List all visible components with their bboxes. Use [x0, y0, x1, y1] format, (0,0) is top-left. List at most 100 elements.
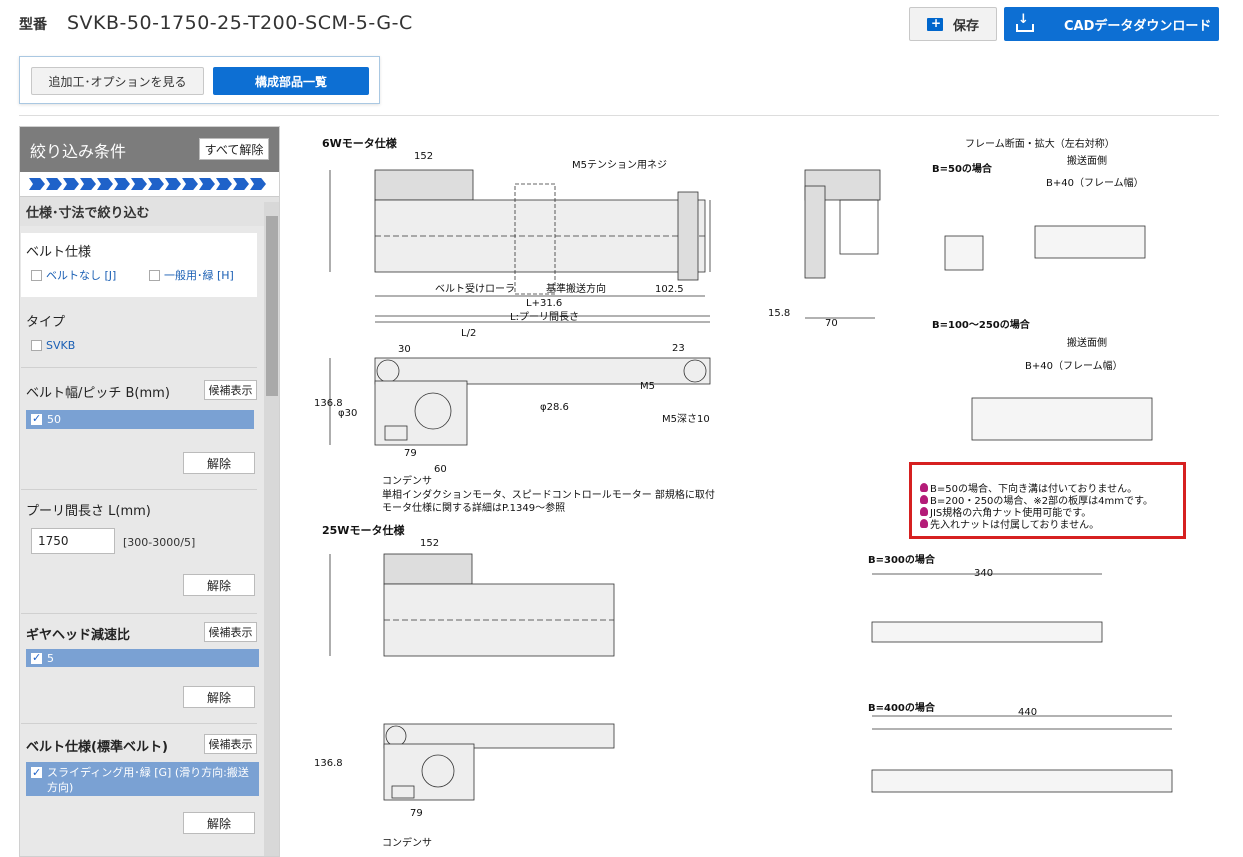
view-tabs: 追加工･オプションを見る 構成部品一覧 — [19, 56, 380, 104]
dim-half-l: L/2 — [461, 328, 476, 339]
belt-std-selected[interactable]: スライディング用･緑 [G] (滑り方向:搬送方向) — [26, 762, 259, 796]
dim-phi30: φ30 — [338, 408, 357, 419]
type-title: タイプ — [26, 315, 66, 330]
case-50: B=50の場合 — [932, 162, 993, 175]
tension-screw-label: M5テンション用ネジ — [572, 159, 667, 171]
divider — [19, 115, 1219, 116]
sidebar-scrollbar[interactable] — [264, 202, 279, 856]
checkbox[interactable] — [149, 269, 160, 281]
pulley-length-input[interactable]: 1750 — [31, 528, 115, 554]
cad-download-label: CADデータダウンロード — [1064, 18, 1212, 34]
dim-79-25w: 79 — [410, 808, 423, 819]
condenser-25w: コンデンサ — [382, 836, 432, 849]
clear-all-button[interactable]: すべて解除 — [199, 138, 269, 160]
checkbox-checked[interactable] — [31, 765, 42, 780]
progress-arrows — [20, 172, 279, 196]
dim-60: 60 — [434, 464, 447, 475]
title-25w: 25Wモータ仕様 — [322, 523, 405, 537]
belt-spec-section: ベルト仕様 ベルトなし [J] 一般用･緑 [H] — [21, 233, 257, 297]
case-400: B=400の場合 — [868, 701, 936, 714]
belt-width-clear-button[interactable]: 解除 — [183, 452, 255, 474]
gear-title: ギヤヘッド減速比 — [26, 628, 131, 643]
checkbox-checked[interactable] — [31, 651, 42, 664]
dim-phi28: φ28.6 — [540, 402, 569, 413]
belt-std-clear-button[interactable]: 解除 — [183, 812, 255, 834]
dim-m5-depth: M5深さ10 — [662, 413, 710, 425]
frame-width-50: B+40（フレーム幅） — [1046, 176, 1144, 189]
save-button[interactable]: 保存 — [909, 7, 997, 41]
dim-23: 23 — [672, 343, 685, 354]
dim-440: 440 — [1018, 707, 1037, 718]
belt-std-title: ベルト仕様(標準ベルト) — [26, 740, 168, 755]
bulb-icon — [920, 519, 928, 528]
dimension-drawing: 6Wモータ仕様 152 M5テンション用ネジ ベルト受けローラ 基準搬送方向 L… — [300, 126, 1220, 857]
title-6w: 6Wモータ仕様 — [322, 136, 398, 150]
checkbox[interactable] — [31, 269, 42, 281]
motor-note1: 単相インダクションモータ、スピードコントロールモーター 部規格に取付 — [382, 488, 715, 501]
belt-roller-label: ベルト受けローラ — [435, 283, 515, 295]
note-4: 先入れナットは付属しておりません。 — [920, 516, 1099, 531]
add-folder-icon — [926, 16, 943, 31]
dim-152-6w: 152 — [414, 151, 433, 162]
gear-section: ギヤヘッド減速比 候補表示 5 解除 — [21, 613, 259, 723]
belt-option-none[interactable]: ベルトなし [J] — [31, 267, 116, 283]
conveying-face-50: 搬送面側 — [1067, 154, 1107, 167]
case-100: B=100～250の場合 — [932, 318, 1031, 331]
download-icon — [1016, 12, 1034, 32]
dim-136-8-25w: 136.8 — [314, 758, 343, 769]
dim-79-6w: 79 — [404, 448, 417, 459]
belt-spec-title: ベルト仕様 — [26, 245, 92, 260]
pulley-range: [300-3000/5] — [123, 536, 196, 549]
model-number: SVKB-50-1750-25-T200-SCM-5-G-C — [67, 12, 413, 34]
model-label: 型番 — [19, 17, 47, 33]
pulley-clear-button[interactable]: 解除 — [183, 574, 255, 596]
pulley-section: プーリ間長さ L(mm) 1750 [300-3000/5] 解除 — [21, 489, 257, 609]
note-3: JIS規格の六角ナット使用可能です。 — [920, 504, 1091, 519]
dim-136-8: 136.8 — [314, 398, 343, 409]
conveying-face-100: 搬送面側 — [1067, 336, 1107, 349]
belt-width-candidates-button[interactable]: 候補表示 — [204, 380, 257, 400]
dim-m5: M5 — [640, 381, 655, 392]
frame-title: フレーム断面・拡大（左右対称） — [965, 137, 1115, 150]
pulley-length-label: L:プーリ間長さ — [510, 311, 579, 323]
bulb-icon — [920, 507, 928, 516]
note-2: B=200・250の場合、※2部の板厚は4mmです。 — [920, 492, 1153, 507]
belt-option-general[interactable]: 一般用･緑 [H] — [149, 267, 234, 283]
dim-30: 30 — [398, 344, 411, 355]
belt-std-section: ベルト仕様(標準ベルト) 候補表示 スライディング用･緑 [G] (滑り方向:搬… — [21, 723, 259, 856]
checkbox[interactable] — [31, 340, 42, 351]
pulley-title: プーリ間長さ L(mm) — [26, 504, 151, 519]
belt-width-selected[interactable]: 50 — [26, 410, 254, 429]
options-button[interactable]: 追加工･オプションを見る — [31, 67, 204, 95]
bulb-icon — [920, 483, 928, 492]
filter-sidebar: 絞り込み条件 すべて解除 仕様･寸法で絞り込む ベルト仕様 ベルトなし [J] … — [19, 126, 280, 857]
case-300: B=300の場合 — [868, 553, 936, 566]
dim-102-5: 102.5 — [655, 284, 684, 295]
dim-152-25w: 152 — [420, 538, 439, 549]
belt-width-section: ベルト幅/ピッチ B(mm) 候補表示 50 解除 — [21, 367, 257, 487]
cad-download-button[interactable]: CADデータダウンロード — [1004, 7, 1219, 41]
save-label: 保存 — [952, 18, 979, 34]
notes-box: B=50の場合、下向き溝は付いておりません。 B=200・250の場合、※2部の… — [909, 462, 1186, 539]
dim-340: 340 — [974, 568, 993, 579]
gear-selected[interactable]: 5 — [26, 649, 259, 667]
spec-filter-header: 仕様･寸法で絞り込む — [20, 196, 279, 226]
note-1: B=50の場合、下向き溝は付いておりません。 — [920, 480, 1137, 495]
type-option-svkb[interactable]: SVKB — [31, 339, 75, 352]
belt-width-title: ベルト幅/ピッチ B(mm) — [26, 386, 170, 401]
dim-l31: L+31.6 — [526, 298, 562, 309]
dim-70: 70 — [825, 318, 838, 329]
motor-note2: モータ仕様に関する詳細はP.1349～参照 — [382, 501, 565, 514]
type-section: タイプ SVKB — [21, 299, 257, 357]
dim-15-8: 15.8 — [768, 308, 790, 319]
drawing-svg: 6Wモータ仕様 152 M5テンション用ネジ ベルト受けローラ 基準搬送方向 L… — [314, 136, 1173, 849]
parts-list-button[interactable]: 構成部品一覧 — [213, 67, 369, 95]
belt-std-candidates-button[interactable]: 候補表示 — [204, 734, 257, 754]
bulb-icon — [920, 495, 928, 504]
condenser-6w: コンデンサ — [382, 474, 432, 487]
checkbox-checked[interactable] — [31, 412, 42, 425]
frame-width-100: B+40（フレーム幅） — [1025, 359, 1123, 372]
gear-candidates-button[interactable]: 候補表示 — [204, 622, 257, 642]
gear-clear-button[interactable]: 解除 — [183, 686, 255, 708]
conveying-dir-label: 基準搬送方向 — [546, 282, 606, 295]
